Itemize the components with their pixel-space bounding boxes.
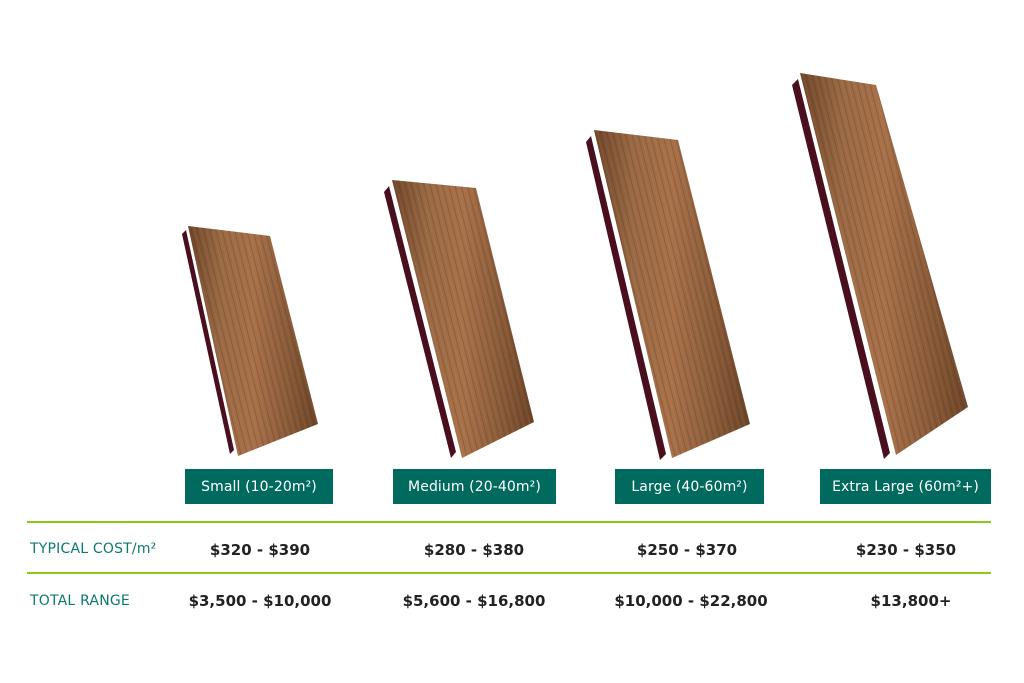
total-range-extra-large: $13,800+ [870,592,952,610]
decking-board-medium-image [384,178,539,460]
decking-board-large-image [586,128,756,460]
total-range-medium: $5,600 - $16,800 [402,592,546,610]
decking-board-small-icon [182,226,318,456]
decking-board-medium-icon [384,180,534,458]
divider-top [27,521,991,523]
cost-per-m2-extra-large: $230 - $350 [855,541,957,559]
cost-per-m2-large: $250 - $370 [636,541,738,559]
size-tag-extra-large: Extra Large (60m²+) [820,469,991,504]
cost-per-m2-small: $320 - $390 [209,541,311,559]
size-tag-large: Large (40-60m²) [615,469,764,504]
decking-board-small-image [182,222,322,458]
row-label-typical-cost: TYPICAL COST/m² [30,541,157,557]
decking-board-large-icon [586,130,750,460]
row-label-total-range: TOTAL RANGE [30,593,130,609]
total-range-large: $10,000 - $22,800 [614,592,768,610]
decking-board-extra-large-image [792,73,972,459]
decking-board-extra-large-icon [792,73,968,459]
total-range-small: $3,500 - $10,000 [188,592,332,610]
cost-per-m2-medium: $280 - $380 [423,541,525,559]
divider-middle [27,572,991,574]
size-tag-small: Small (10-20m²) [185,469,333,504]
size-tag-medium: Medium (20-40m²) [393,469,556,504]
